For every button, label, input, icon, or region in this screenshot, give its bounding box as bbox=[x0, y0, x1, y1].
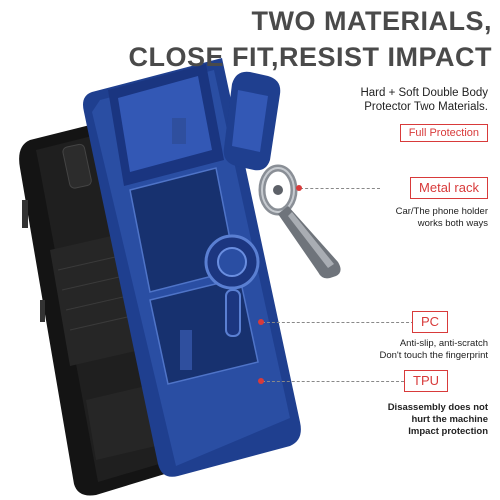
camera-slider-cover bbox=[223, 71, 281, 171]
tpu-inner-case bbox=[19, 118, 178, 496]
pc-leader-line bbox=[262, 322, 414, 323]
tpu-desc-line-1: Disassembly does not bbox=[387, 402, 488, 413]
tpu-label: TPU bbox=[404, 370, 448, 392]
metal-rack-marker bbox=[296, 185, 302, 191]
metal-rack-desc-line-1: Car/The phone holder bbox=[395, 206, 488, 217]
pc-description: Anti-slip, anti-scratch Don't touch the … bbox=[380, 338, 489, 362]
metal-rack-leader-line bbox=[300, 188, 380, 189]
metal-rack-label: Metal rack bbox=[410, 177, 488, 199]
tpu-desc-line-3: Impact protection bbox=[408, 426, 488, 437]
tpu-leader-line bbox=[262, 381, 404, 382]
intro-text: Hard + Soft Double Body Protector Two Ma… bbox=[318, 86, 488, 114]
metal-rack-description: Car/The phone holder works both ways bbox=[396, 206, 488, 230]
tpu-description: Disassembly does not hurt the machine Im… bbox=[388, 402, 488, 438]
pc-desc-line-1: Anti-slip, anti-scratch bbox=[399, 338, 488, 349]
metal-rack-desc-line-2: works both ways bbox=[417, 218, 488, 229]
pc-label: PC bbox=[411, 311, 448, 333]
tpu-desc-line-2: hurt the machine bbox=[411, 414, 488, 425]
full-protection-badge: Full Protection bbox=[399, 124, 488, 142]
headline-line-2: CLOSE FIT,RESIST IMPACT bbox=[128, 42, 492, 72]
pc-back-shell bbox=[83, 58, 301, 477]
metal-ring-holder bbox=[258, 164, 341, 279]
intro-line-2: Protector Two Materials. bbox=[364, 101, 488, 113]
tpu-marker bbox=[258, 378, 264, 384]
intro-line-1: Hard + Soft Double Body bbox=[360, 87, 488, 99]
pc-marker bbox=[258, 319, 264, 325]
pc-desc-line-2: Don't touch the fingerprint bbox=[379, 350, 489, 361]
headline-line-1: TWO MATERIALS, bbox=[251, 6, 492, 36]
